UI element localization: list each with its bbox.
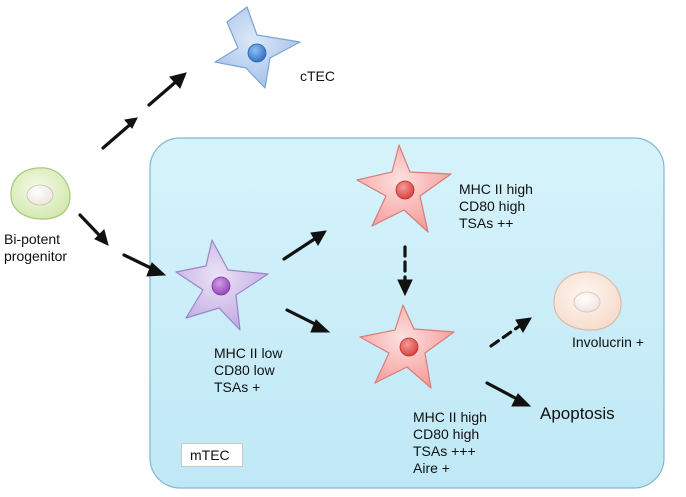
mtec-high-1-line-3: TSAs ++ xyxy=(459,215,514,231)
mtec-high-1-line-1: MHC II high xyxy=(459,181,533,197)
mtec-high-2-label: MHC II high CD80 high TSAs +++ Aire + xyxy=(413,409,487,477)
ctec-label: cTEC xyxy=(300,68,335,84)
mtec-high-1-label: MHC II high CD80 high TSAs ++ xyxy=(459,181,533,232)
arrow-progenitor-to-mtec-2 xyxy=(122,253,167,277)
apoptosis-label: Apoptosis xyxy=(540,404,615,423)
bipotent-line-2: progenitor xyxy=(4,248,68,264)
ctec-cell xyxy=(214,6,301,89)
mtec-high-cell-1 xyxy=(356,144,452,233)
mtec-intermediate-line-3: TSAs + xyxy=(214,379,261,395)
mtec-high-nucleus-1 xyxy=(395,180,415,200)
bipotent-line-1: Bi-potent xyxy=(4,231,61,247)
involucrin-cell xyxy=(553,271,622,331)
mtec-high-cell-2 xyxy=(359,304,455,389)
mtec-intermediate-line-2: CD80 low xyxy=(214,362,275,378)
mtec-high-2-line-3: TSAs +++ xyxy=(413,443,476,459)
arrow-progenitor-to-ctec-1 xyxy=(101,117,138,150)
bipotent-progenitor-label: Bi-potent progenitor xyxy=(4,231,67,265)
mtec-high-2-line-1: MHC II high xyxy=(413,409,487,425)
involucrin-label: Involucrin + xyxy=(572,334,644,350)
ctec-nucleus xyxy=(247,43,267,63)
mtec-high-2-line-2: CD80 high xyxy=(413,426,480,442)
mtec-high-nucleus-2 xyxy=(399,337,419,357)
mtec-intermediate-label: MHC II low CD80 low TSAs + xyxy=(214,345,282,396)
arrow-high1-to-high2-dashed xyxy=(397,245,413,297)
arrow-high2-to-apoptosis xyxy=(485,381,532,407)
arrow-progenitor-to-ctec-2 xyxy=(147,72,187,107)
mtec-intermediate-line-1: MHC II low xyxy=(214,345,283,361)
mtec-intermediate-nucleus xyxy=(211,276,231,296)
progenitor-nucleus xyxy=(26,184,54,206)
involucrin-nucleus xyxy=(573,291,601,313)
progenitor-cell xyxy=(10,167,71,220)
mtec-intermediate-cell xyxy=(175,239,269,331)
arrow-intermediate-to-high1 xyxy=(282,230,327,261)
mtec-high-1-line-2: CD80 high xyxy=(459,198,526,214)
mtec-label-box xyxy=(181,443,243,467)
mtec-high-2-line-4: Aire + xyxy=(413,460,450,476)
mtec-region-label: mTEC xyxy=(190,447,230,463)
arrow-high2-to-involucrin-dashed xyxy=(489,317,532,348)
arrow-intermediate-to-high2 xyxy=(285,308,331,333)
arrow-progenitor-to-mtec-1 xyxy=(78,213,109,246)
